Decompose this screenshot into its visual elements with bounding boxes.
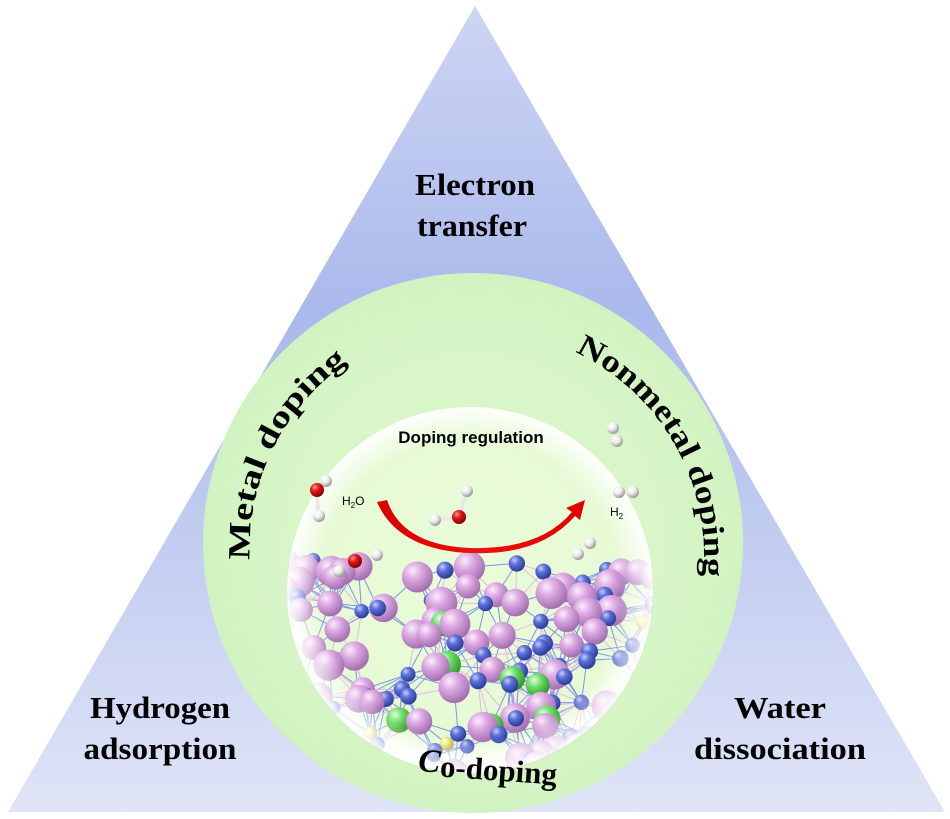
inner-circle-fade [287,407,653,773]
water-molecule-intermediate [429,485,473,526]
water-molecule-reactant [310,475,332,522]
product-label: H2 [610,505,624,521]
corner-bottom-left-line2: adsorption [84,731,237,766]
corner-top-line1: Electron [415,167,535,202]
corner-bottom-left-line1: Hydrogen [90,690,230,725]
ring-label-co-doping: Co-doping [417,743,559,792]
corner-bottom-right-line1: Water [734,690,826,725]
center-title: Doping regulation [398,428,543,447]
water-molecule-adsorbed [333,549,383,577]
corner-label-bottom-left: Hydrogen adsorption [84,690,237,766]
reaction-arrow [377,500,585,554]
corner-label-bottom-right: Water dissociation [694,690,866,766]
corner-bottom-right-line2: dissociation [694,731,866,766]
corner-label-top: Electron transfer [415,167,535,243]
hydrogen-molecule-product [613,486,639,498]
hydrogen-molecule-top [607,422,623,447]
corner-top-line2: transfer [417,208,527,243]
hydrogen-molecule-surface [572,537,596,560]
reactant-label: H2O [342,494,364,510]
